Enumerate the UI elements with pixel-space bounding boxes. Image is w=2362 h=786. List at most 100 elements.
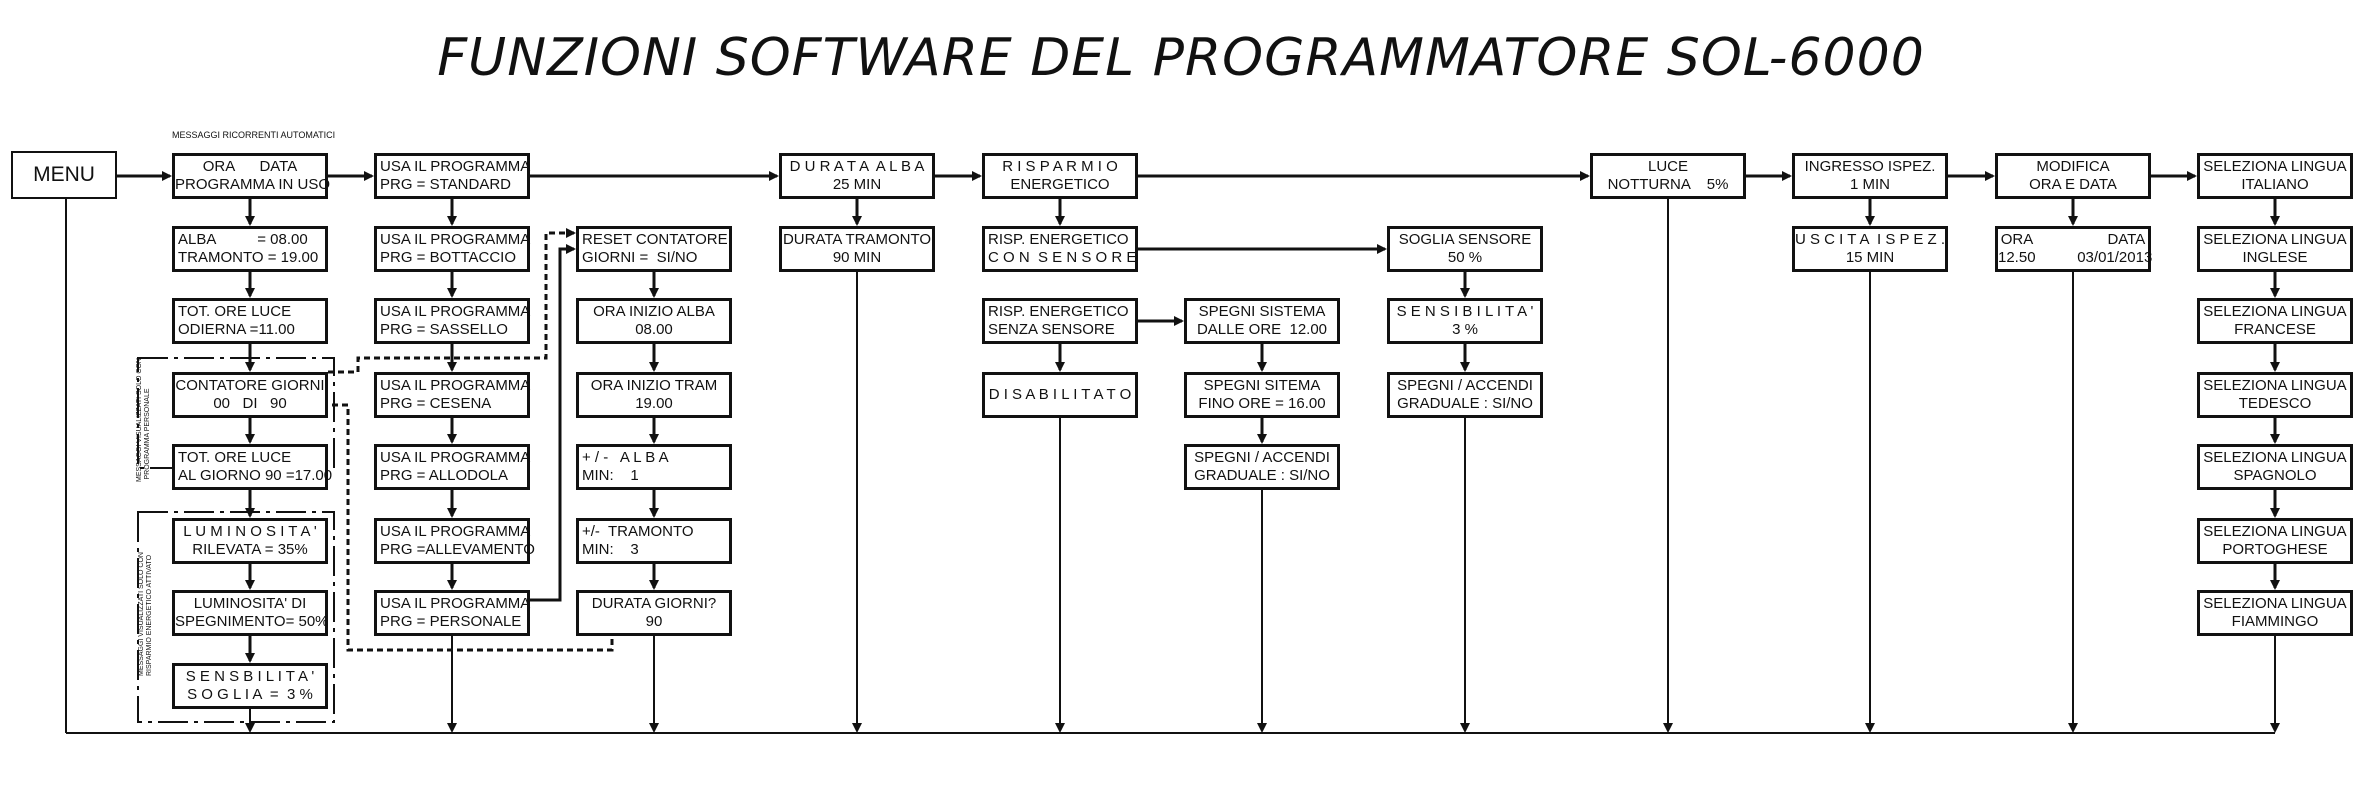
box-line: PRG = BOTTACCIO [380, 249, 516, 266]
box-line: PORTOGHESE [2222, 541, 2328, 558]
box-line: 90 MIN [832, 249, 882, 266]
box-line: GRADUALE : SI/NO [1194, 467, 1330, 484]
box-line: TOT. ORE LUCE [178, 449, 292, 466]
box-line: AL GIORNO 90 =17.00 [178, 467, 333, 484]
box-line: FRANCESE [2234, 321, 2316, 338]
box-line: SELEZIONA LINGUA [2203, 377, 2347, 394]
box-line: RESET CONTATORE [582, 231, 728, 248]
box-line: DURATA TRAMONTO [782, 231, 932, 248]
box-luminosita-rilevata: L U M I N O S I T A 'RILEVATA = 35% [172, 518, 328, 564]
box-line: SELEZIONA LINGUA [2203, 523, 2347, 540]
box-uscita-ispez: U S C I T A I S P E Z .15 MIN [1792, 226, 1948, 272]
group-frame-energy [137, 511, 335, 723]
box-line: D U R A T A A L B A [789, 158, 925, 175]
side-label-line: RISPARMIO ENERGETICO ATTIVATO [146, 554, 153, 676]
diagram-title: FUNZIONI SOFTWARE DEL PROGRAMMATORE SOL-… [437, 28, 1925, 88]
box-line: ORA DATA [202, 158, 298, 175]
dashed-contatore-reset [328, 228, 576, 374]
box-line: + / - A L B A [582, 449, 669, 466]
box-line: SPEGNI / ACCENDI [1194, 449, 1330, 466]
box-line: 50 % [1447, 249, 1483, 266]
box-line: S E N S B I L I T A ' [185, 668, 315, 685]
box-line: SPAGNOLO [2233, 467, 2317, 484]
note-recurring-messages: MESSAGGI RICORRENTI AUTOMATICI [172, 130, 336, 140]
box-line: USA IL PROGRAMMA [380, 523, 531, 540]
box-line: MIN: 1 [582, 467, 639, 484]
box-line: RISP. ENERGETICO [988, 231, 1129, 248]
box-line: LUMINOSITA' DI [193, 595, 307, 612]
box-line: 08.00 [635, 321, 673, 338]
box-line: PRG = SASSELLO [380, 321, 508, 338]
box-line: SELEZIONA LINGUA [2203, 595, 2347, 612]
side-label-line: MESSAGGI VISUALIZZATI SOLO CON [136, 358, 143, 482]
box-line: SPEGNI SITEMA [1203, 377, 1321, 394]
box-line: MIN: 3 [582, 541, 639, 558]
box-line: PRG = ALLODOLA [380, 467, 508, 484]
box-line: LUCE [1647, 158, 1688, 175]
box-line: 1 MIN [1849, 176, 1890, 193]
box-line: RILEVATA = 35% [192, 541, 308, 558]
arrow-personale-reset [530, 244, 576, 602]
box-line: D I S A B I L I T A T O [988, 386, 1132, 403]
box-line: C O N S E N S O R E [988, 249, 1137, 266]
menu-box: MENU [11, 151, 117, 199]
box-line: +/- TRAMONTO [582, 523, 694, 540]
box-line: R I S P A R M I O [1002, 158, 1118, 175]
box-line: ORA E DATA [2029, 176, 2117, 193]
side-label-line: MESSAGGI VISUALIZZATI SOLO CON [138, 552, 145, 676]
box-line: SELEZIONA LINGUA [2203, 449, 2347, 466]
box-line: FIAMMINGO [2231, 613, 2319, 630]
box-line: SELEZIONA LINGUA [2203, 231, 2347, 248]
box-line: 00 DI 90 [213, 395, 287, 412]
box-line: TOT. ORE LUCE [178, 303, 292, 320]
box-line: DURATA GIORNI? [591, 595, 717, 612]
box-line: DALLE ORE 12.00 [1196, 321, 1328, 338]
box-durata-giorni: DURATA GIORNI?90 [576, 590, 732, 636]
box-line: SENZA SENSORE [988, 321, 1115, 338]
box-line: NOTTURNA 5% [1607, 176, 1729, 193]
box-line: GRADUALE : SI/NO [1397, 395, 1533, 412]
box-line: USA IL PROGRAMMA [380, 377, 531, 394]
box-line: RISP. ENERGETICO [988, 303, 1129, 320]
box-line: INGLESE [2242, 249, 2308, 266]
box-line: SPEGNI SISTEMA [1198, 303, 1326, 320]
box-line: PROGRAMMA IN USO [175, 176, 331, 193]
box-line: SOGLIA SENSORE [1398, 231, 1532, 248]
box-line: 90 [645, 613, 663, 630]
box-line: ALBA = 08.00 [178, 231, 308, 248]
box-line: 15 MIN [1845, 249, 1895, 266]
box-sensibilita: S E N S I B I L I T A '3 % [1387, 298, 1543, 344]
box-line: ORA INIZIO TRAM [590, 377, 718, 394]
